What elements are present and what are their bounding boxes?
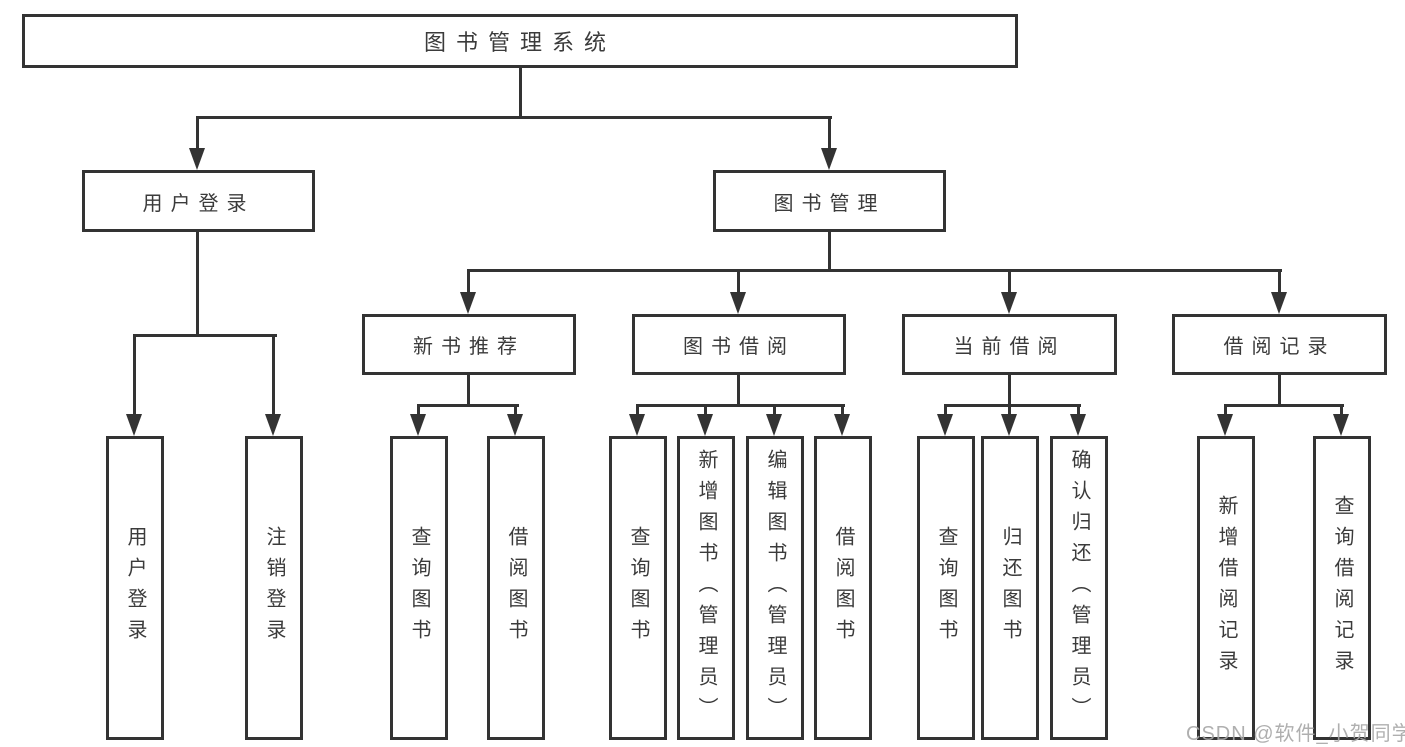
node-label: 图书管理系统 [423, 30, 616, 55]
connector-line [196, 231, 199, 337]
connector-line [1224, 404, 1344, 407]
connector-line [828, 116, 831, 150]
arrow-down-icon [265, 414, 281, 436]
connector-line [737, 269, 740, 294]
connector-line [636, 404, 845, 407]
connector-line [133, 334, 277, 337]
node-new-book-recommendation: 新书推荐 [362, 314, 576, 375]
node-label: 新增借阅记录 [1215, 495, 1237, 681]
arrow-down-icon [629, 414, 645, 436]
arrow-down-icon [697, 414, 713, 436]
node-label: 图书借阅 [683, 336, 795, 358]
arrow-down-icon [460, 292, 476, 314]
arrow-down-icon [821, 148, 837, 170]
arrow-down-icon [1271, 292, 1287, 314]
leaf-confirm-return-admin: 确认归还（管理员） [1050, 436, 1108, 740]
connector-line [1224, 404, 1227, 416]
node-current-borrowing: 当前借阅 [902, 314, 1117, 375]
connector-line [944, 404, 1081, 407]
arrow-down-icon [1070, 414, 1086, 436]
connector-line [704, 404, 707, 416]
connector-line [737, 374, 740, 407]
watermark: CSDN @软件_小贺同学 [1186, 723, 1405, 745]
connector-line [417, 404, 420, 416]
leaf-edit-books-admin: 编辑图书（管理员） [746, 436, 804, 740]
arrow-down-icon [410, 414, 426, 436]
arrow-down-icon [1333, 414, 1349, 436]
node-label: 新增图书（管理员） [695, 448, 717, 728]
connector-line [467, 269, 1282, 272]
leaf-query-borrow-record: 查询借阅记录 [1313, 436, 1371, 740]
node-label: 借阅记录 [1223, 336, 1336, 358]
connector-line [467, 374, 470, 407]
node-label: 编辑图书（管理员） [764, 448, 786, 728]
node-borrowing-records: 借阅记录 [1172, 314, 1387, 375]
connector-line [1077, 404, 1080, 416]
arrow-down-icon [730, 292, 746, 314]
connector-line [1008, 404, 1011, 416]
node-label: 借阅图书 [505, 526, 527, 650]
arrow-down-icon [126, 414, 142, 436]
node-label: 新书推荐 [413, 336, 525, 358]
node-label: 注销登录 [263, 526, 285, 650]
node-user-login: 用户登录 [82, 170, 315, 232]
connector-line [944, 404, 947, 416]
node-label: 用户登录 [142, 192, 255, 215]
node-label: 查询借阅记录 [1331, 495, 1353, 681]
leaf-add-books-admin: 新增图书（管理员） [677, 436, 735, 740]
node-label: 图书管理 [773, 192, 886, 215]
connector-line [1008, 374, 1011, 407]
arrow-down-icon [507, 414, 523, 436]
connector-line [272, 334, 275, 416]
node-label: 当前借阅 [953, 336, 1066, 358]
node-book-borrowing: 图书借阅 [632, 314, 846, 375]
connector-line [196, 116, 199, 150]
leaf-query-books-2: 查询图书 [609, 436, 667, 740]
connector-line [773, 404, 776, 416]
node-root: 图书管理系统 [22, 14, 1018, 68]
node-label: 用户登录 [124, 526, 146, 650]
arrow-down-icon [937, 414, 953, 436]
connector-line [1278, 269, 1281, 294]
node-label: 查询图书 [408, 526, 430, 650]
node-label: 借阅图书 [832, 526, 854, 650]
connector-line [467, 269, 470, 294]
node-book-management: 图书管理 [713, 170, 946, 232]
connector-line [519, 66, 522, 119]
node-label: 查询图书 [935, 526, 957, 650]
leaf-logout: 注销登录 [245, 436, 303, 740]
connector-line [514, 404, 517, 416]
arrow-down-icon [766, 414, 782, 436]
arrow-down-icon [189, 148, 205, 170]
connector-line [417, 404, 519, 407]
arrow-down-icon [834, 414, 850, 436]
leaf-borrow-books-1: 借阅图书 [487, 436, 545, 740]
node-label: 归还图书 [999, 526, 1021, 650]
node-label: 确认归还（管理员） [1068, 448, 1090, 728]
connector-line [133, 334, 136, 416]
connector-line [841, 404, 844, 416]
leaf-user-login: 用户登录 [106, 436, 164, 740]
leaf-query-books-3: 查询图书 [917, 436, 975, 740]
leaf-query-books-1: 查询图书 [390, 436, 448, 740]
arrow-down-icon [1217, 414, 1233, 436]
leaf-borrow-books-2: 借阅图书 [814, 436, 872, 740]
connector-line [1008, 269, 1011, 294]
node-label: 查询图书 [627, 526, 649, 650]
leaf-return-books: 归还图书 [981, 436, 1039, 740]
arrow-down-icon [1001, 292, 1017, 314]
leaf-add-borrow-record: 新增借阅记录 [1197, 436, 1255, 740]
arrow-down-icon [1001, 414, 1017, 436]
connector-line [196, 116, 832, 119]
connector-line [828, 231, 831, 272]
connector-line [1340, 404, 1343, 416]
connector-line [636, 404, 639, 416]
connector-line [1278, 374, 1281, 407]
